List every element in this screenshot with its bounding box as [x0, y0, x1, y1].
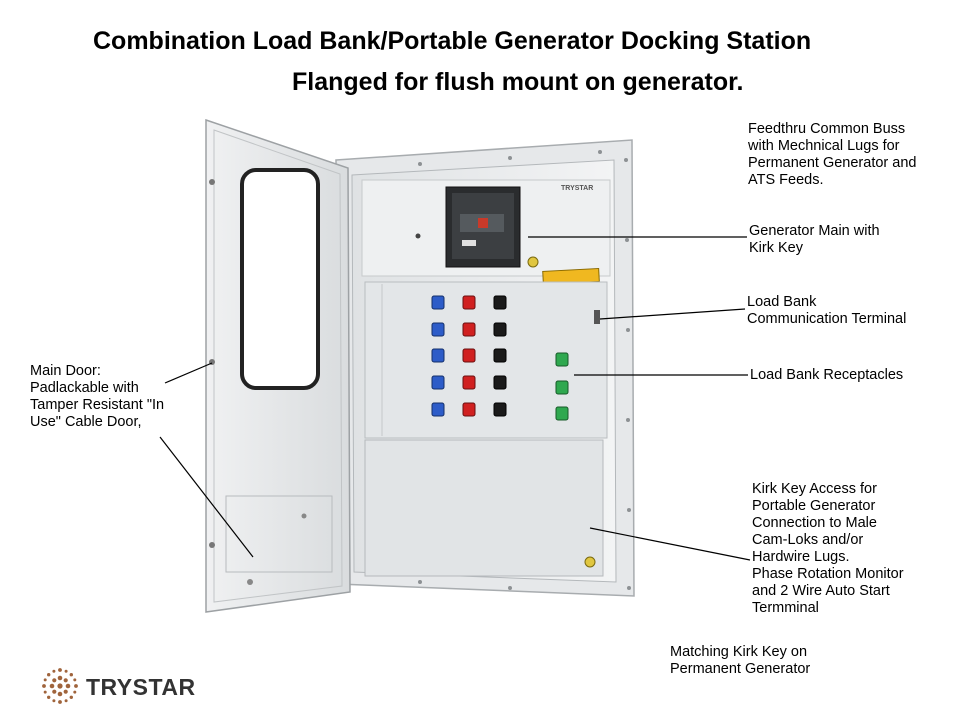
- generator-main-section: [361, 179, 611, 285]
- page-title: Combination Load Bank/Portable Generator…: [93, 27, 812, 55]
- trystar-starburst-logo-icon: [42, 668, 78, 704]
- callout-load-bank-receptacles: Load Bank Receptacles: [750, 367, 904, 383]
- leader-door-lower: [159, 436, 254, 558]
- breaker-brand-label: TRYSTAR: [561, 185, 593, 192]
- callout-load-bank-comm: Load Bank Communication Terminal: [747, 294, 907, 327]
- callout-matching-kirk-key: Matching Kirk Key on Permanent Generator: [670, 644, 811, 677]
- kirk-key-access-panel: [364, 439, 604, 577]
- page-subtitle: Flanged for flush mount on generator.: [292, 68, 744, 96]
- leader-kirk-key: [589, 527, 751, 561]
- callout-kirk-key-access: Kirk Key Access for Portable Generator C…: [752, 481, 904, 616]
- trystar-logo: TRYSTAR: [38, 664, 208, 710]
- callout-generator-main: Generator Main with Kirk Key: [749, 223, 880, 256]
- load-bank-receptacles: [431, 295, 569, 421]
- leader-load-bank-comm: [599, 308, 746, 320]
- callout-feedthru-buss: Feedthru Common Buss with Mechnical Lugs…: [748, 121, 917, 188]
- callout-main-door: Main Door: Padlackable with Tamper Resis…: [30, 363, 165, 430]
- leader-main-door: [164, 362, 213, 384]
- logo-text: TRYSTAR: [86, 674, 196, 700]
